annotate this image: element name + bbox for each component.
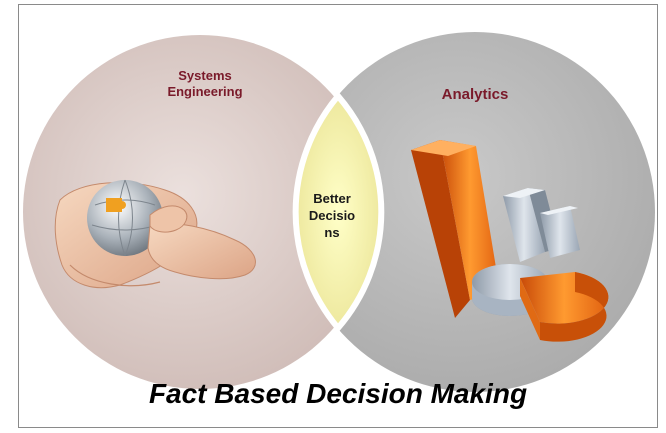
center-line1: Better xyxy=(313,191,351,206)
analytics-label: Analytics xyxy=(420,86,530,104)
left-title-line2: Engineering xyxy=(167,84,243,99)
footer-title: Fact Based Decision Making xyxy=(148,378,528,409)
left-title-line1: Systems xyxy=(178,68,232,83)
systems-engineering-label: Systems Engineering xyxy=(140,68,270,100)
overlap-lens xyxy=(292,91,385,333)
right-title-text: Analytics xyxy=(441,86,509,103)
better-decisions-label: Better Decisio ns xyxy=(298,190,366,241)
center-line3: ns xyxy=(324,225,340,240)
3d-bar-pie-chart-icon xyxy=(411,140,609,342)
left-circle xyxy=(23,35,377,389)
center-line2: Decisio xyxy=(308,208,356,223)
hands-globe-puzzle-icon xyxy=(54,179,256,289)
